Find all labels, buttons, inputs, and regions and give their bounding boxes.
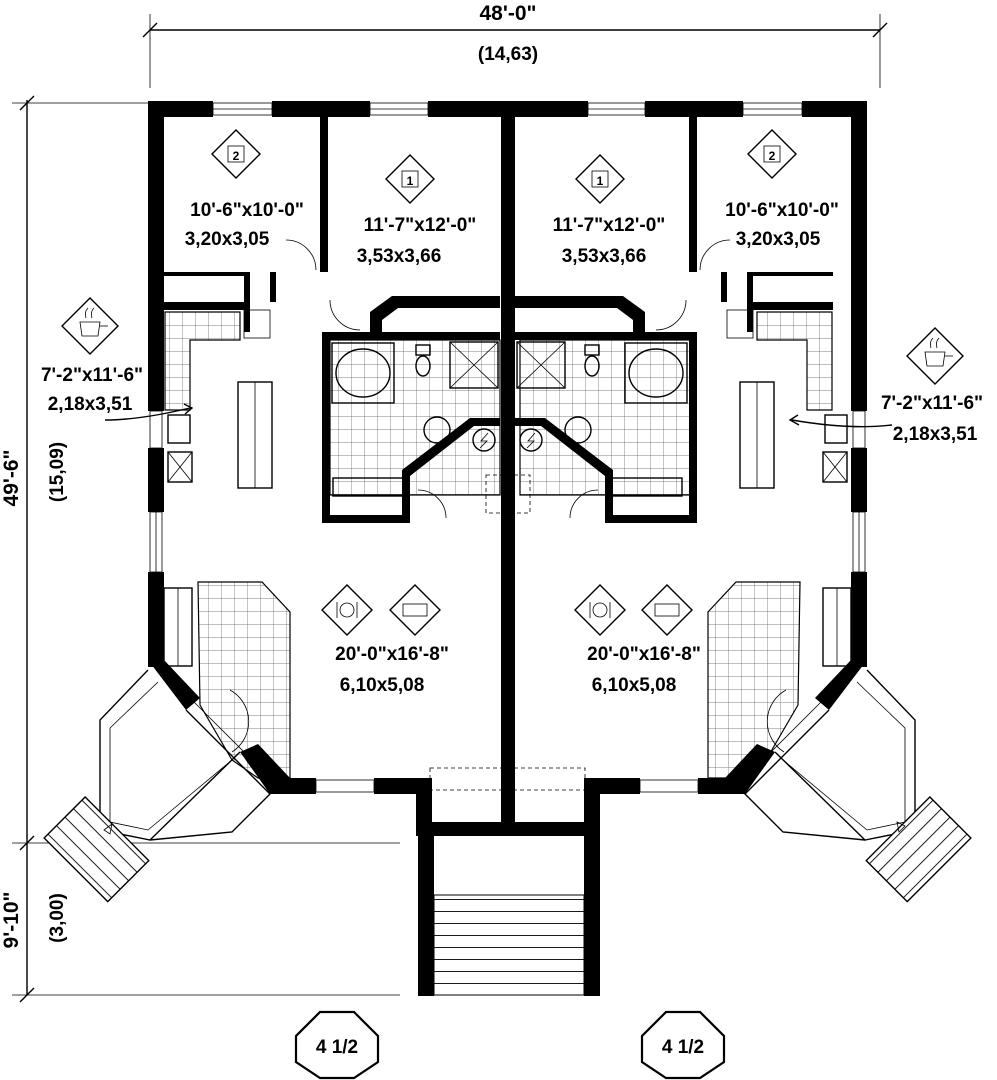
dimension-top: 48'-0" (14,63): [142, 2, 888, 88]
overall-width-label: 48'-0": [480, 2, 537, 25]
bedroom1-right-metric: 3,53x3,66: [562, 246, 647, 267]
bedroom1-left-size: 11'-7"x12'-0": [364, 215, 477, 236]
bedroom2-right-metric: 3,20x3,05: [736, 229, 821, 250]
kitchen-right-metric: 2,18x3,51: [893, 424, 978, 445]
porches: [43, 669, 972, 996]
unit-badge-left: [294, 1010, 380, 1080]
interior-walls: [164, 117, 833, 523]
overall-depth-metric-label: (15,09): [47, 442, 68, 502]
bedroom2-right-size: 10'-6"x10'-0": [725, 200, 839, 221]
bedroom1-right-size: 11'-7"x12'-0": [553, 215, 666, 236]
living-left-metric: 6,10x5,08: [340, 675, 425, 696]
dimension-left: 49'-6" (15,09) 9'-10" (3,00): [0, 95, 400, 1003]
unit-badge-right: [640, 1010, 726, 1080]
svg-text:2: 2: [769, 149, 776, 163]
overall-depth-label: 49'-6": [0, 450, 23, 507]
foyer-left: [197, 581, 291, 779]
bedroom2-left-metric: 3,20x3,05: [185, 229, 270, 250]
bedroom-badge-icon: 2 1 1 2: [211, 129, 797, 204]
svg-text:1: 1: [597, 174, 604, 188]
svg-text:2: 2: [233, 149, 240, 163]
svg-text:1: 1: [407, 174, 414, 188]
exterior-walls: [148, 101, 867, 836]
kitchen-counter-left: [164, 311, 241, 411]
kitchen-right-size: 7'-2"x11'-6": [881, 393, 983, 414]
bedroom2-left-size: 10'-6"x10'-0": [190, 200, 304, 221]
bedroom1-left-metric: 3,53x3,66: [357, 246, 442, 267]
porch-depth-metric-label: (3,00): [47, 893, 68, 943]
kitchen-left-size: 7'-2"x11'-6": [41, 365, 143, 386]
overall-width-metric-label: (14,63): [478, 44, 538, 65]
kitchen-left-metric: 2,18x3,51: [48, 394, 133, 415]
porch-depth-label: 9'-10": [0, 892, 23, 949]
living-right-metric: 6,10x5,08: [592, 675, 677, 696]
unit-badges: 4 1/2 4 1/2: [294, 1010, 726, 1080]
electric-panel-icon: [472, 428, 543, 452]
dining-plate-icon: [321, 584, 626, 636]
living-sofa-icon: [389, 584, 693, 636]
living-left-size: 20'-0"x16'-8": [335, 644, 449, 665]
kitchen-counter-right: [756, 311, 833, 411]
fixtures: [104, 239, 893, 753]
unit-label-right: 4 1/2: [662, 1037, 704, 1058]
unit-label-left: 4 1/2: [316, 1037, 358, 1058]
room-labels: 10'-6"x10'-0" 3,20x3,05 11'-7"x12'-0" 3,…: [41, 200, 983, 696]
living-right-size: 20'-0"x16'-8": [587, 644, 701, 665]
kitchen-pot-icon: [61, 297, 964, 385]
